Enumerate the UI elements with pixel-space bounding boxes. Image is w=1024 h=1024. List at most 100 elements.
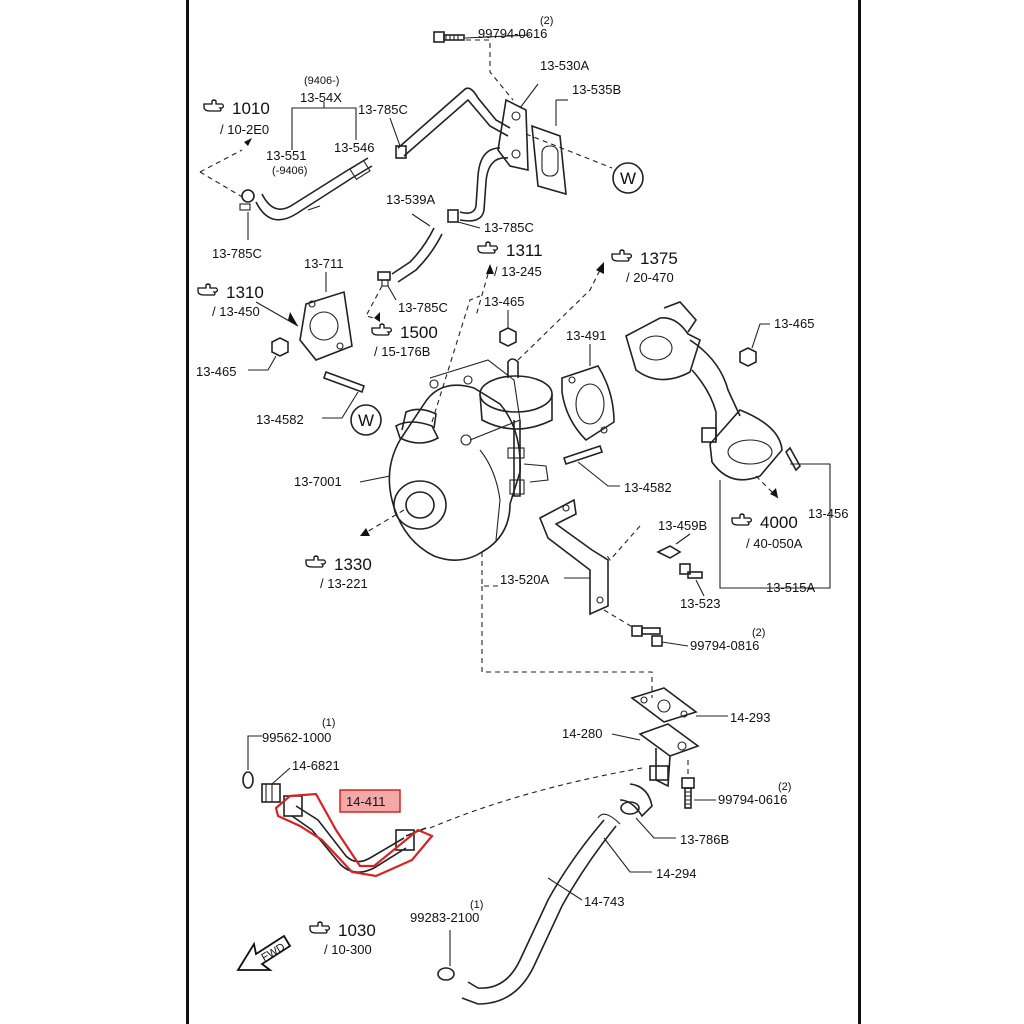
oil-return-hose-14-294 xyxy=(461,813,621,1005)
svg-text:1500: 1500 xyxy=(400,323,438,342)
hose-13-539A xyxy=(377,209,459,287)
clamp-13-786B xyxy=(620,801,640,815)
label-13-515A: 13-515A xyxy=(766,580,815,595)
bolt-99794-0816 xyxy=(631,625,663,647)
union-bolt-14-6821 xyxy=(261,783,281,803)
ref-1030: 1030 / 10-300 xyxy=(309,921,376,957)
nut-13-465-right xyxy=(739,347,757,367)
label-14-743: 14-743 xyxy=(584,894,624,909)
fwd-arrow-icon: FWD xyxy=(236,934,292,971)
diagram-page xyxy=(186,0,861,1024)
washer-99562-1000 xyxy=(242,771,254,789)
label-13-711: 13-711 xyxy=(304,256,344,271)
bolt-13-523 xyxy=(679,563,703,579)
svg-text:1311: 1311 xyxy=(506,241,543,260)
label-9406-dash: (9406-) xyxy=(304,75,339,87)
svg-text:/ 40-050A: / 40-050A xyxy=(746,536,803,551)
svg-text:/ 10-2E0: / 10-2E0 xyxy=(220,122,269,137)
ref-1311: 1311 / 13-245 xyxy=(477,241,543,279)
svg-text:1330: 1330 xyxy=(334,555,372,574)
ref-1330: 1330 / 13-221 xyxy=(305,555,372,591)
gasket-13-535B xyxy=(531,124,567,196)
bolt-99794-0616-low xyxy=(681,777,695,809)
label-13-7001: 13-7001 xyxy=(294,474,342,489)
qty-2-low: (2) xyxy=(778,781,791,793)
label-13-785C-c: 13-785C xyxy=(484,220,534,235)
label-13-465-center: 13-465 xyxy=(484,294,524,309)
ref-1310: 1310 / 13-450 xyxy=(197,283,264,319)
label-13-459B: 13-459B xyxy=(658,518,707,533)
svg-text:/ 20-470: / 20-470 xyxy=(626,270,674,285)
label-99794-0816: 99794-0816 xyxy=(690,638,759,653)
qty-1-b: (1) xyxy=(470,899,483,911)
label-99794-0616-top: 99794-0616 xyxy=(478,26,547,41)
bolt-99794-0616-top xyxy=(433,31,465,43)
stud-13-4582-right xyxy=(562,444,604,466)
svg-text:1310: 1310 xyxy=(226,283,264,302)
svg-text:/ 13-245: / 13-245 xyxy=(494,264,542,279)
label-13-546: 13-546 xyxy=(334,140,374,155)
label-13-491: 13-491 xyxy=(566,328,606,343)
gasket-13-491 xyxy=(561,365,615,442)
label-13-520A: 13-520A xyxy=(500,572,549,587)
label-99794-0616-low: 99794-0616 xyxy=(718,792,787,807)
label-14-293: 14-293 xyxy=(730,710,770,725)
label-13-786B: 13-786B xyxy=(680,832,729,847)
label-14-280: 14-280 xyxy=(562,726,602,741)
svg-text:W: W xyxy=(358,411,374,430)
gasket-13-459B xyxy=(656,545,682,559)
nut-13-465-left xyxy=(271,337,289,357)
svg-text:/ 13-450: / 13-450 xyxy=(212,304,260,319)
clamp-13-785C-left xyxy=(239,189,255,211)
label-13-785C-a: 13-785C xyxy=(358,102,408,117)
ref-1010: 1010 / 10-2E0 xyxy=(203,99,270,137)
label-14-411: 14-411 xyxy=(346,794,386,809)
label-14-6821: 14-6821 xyxy=(292,758,340,773)
label-99283-2100: 99283-2100 xyxy=(410,910,479,925)
highlight-outline-14-411 xyxy=(274,792,434,878)
svg-text:4000: 4000 xyxy=(760,513,798,532)
label-13-530A: 13-530A xyxy=(540,58,589,73)
label-13-4582-left: 13-4582 xyxy=(256,412,304,427)
label-13-456: 13-456 xyxy=(808,506,848,521)
svg-text:W: W xyxy=(620,169,636,188)
w-circle-icon: W xyxy=(612,162,644,194)
ref-1375: 1375 / 20-470 xyxy=(611,249,678,285)
label-14-294: 14-294 xyxy=(656,866,696,881)
bracket-13-520A xyxy=(538,498,609,616)
gasket-14-293 xyxy=(630,687,698,723)
nut-13-465-center xyxy=(499,327,517,347)
label-9406-paren: (-9406) xyxy=(272,165,307,177)
label-13-523: 13-523 xyxy=(680,596,720,611)
label-99562-1000: 99562-1000 xyxy=(262,730,331,745)
label-13-785C-b: 13-785C xyxy=(212,246,262,261)
label-13-4582-right: 13-4582 xyxy=(624,480,672,495)
clamp-13-785C-upper xyxy=(395,145,407,159)
exhaust-outlet-13-515A xyxy=(625,301,801,481)
hose-13-551 xyxy=(255,157,373,221)
stud-13-4582-left xyxy=(322,370,366,394)
svg-text:/ 10-300: / 10-300 xyxy=(324,942,372,957)
w-circle-icon: W xyxy=(350,404,382,436)
label-13-465-left: 13-465 xyxy=(196,364,236,379)
turbocharger-13-7001 xyxy=(388,358,553,561)
qty-2-top: (2) xyxy=(540,15,553,27)
highlight-label-box xyxy=(339,789,401,813)
ref-4000: 4000 / 40-050A xyxy=(731,513,803,551)
label-13-551: 13-551 xyxy=(266,148,306,163)
label-13-54X: 13-54X xyxy=(300,90,342,105)
svg-text:1010: 1010 xyxy=(232,99,270,118)
svg-text:1375: 1375 xyxy=(640,249,678,268)
clamp-99283-2100 xyxy=(437,967,455,981)
ref-1500: 1500 / 15-176B xyxy=(371,323,438,359)
pipe-13-530A xyxy=(397,87,529,222)
qty-2-mid: (2) xyxy=(752,627,765,639)
label-13-785C-d: 13-785C xyxy=(398,300,448,315)
svg-text:/ 13-221: / 13-221 xyxy=(320,576,368,591)
svg-text:1030: 1030 xyxy=(338,921,376,940)
svg-text:FWD: FWD xyxy=(260,941,288,964)
label-13-465-right: 13-465 xyxy=(774,316,814,331)
gasket-13-711 xyxy=(299,290,353,361)
